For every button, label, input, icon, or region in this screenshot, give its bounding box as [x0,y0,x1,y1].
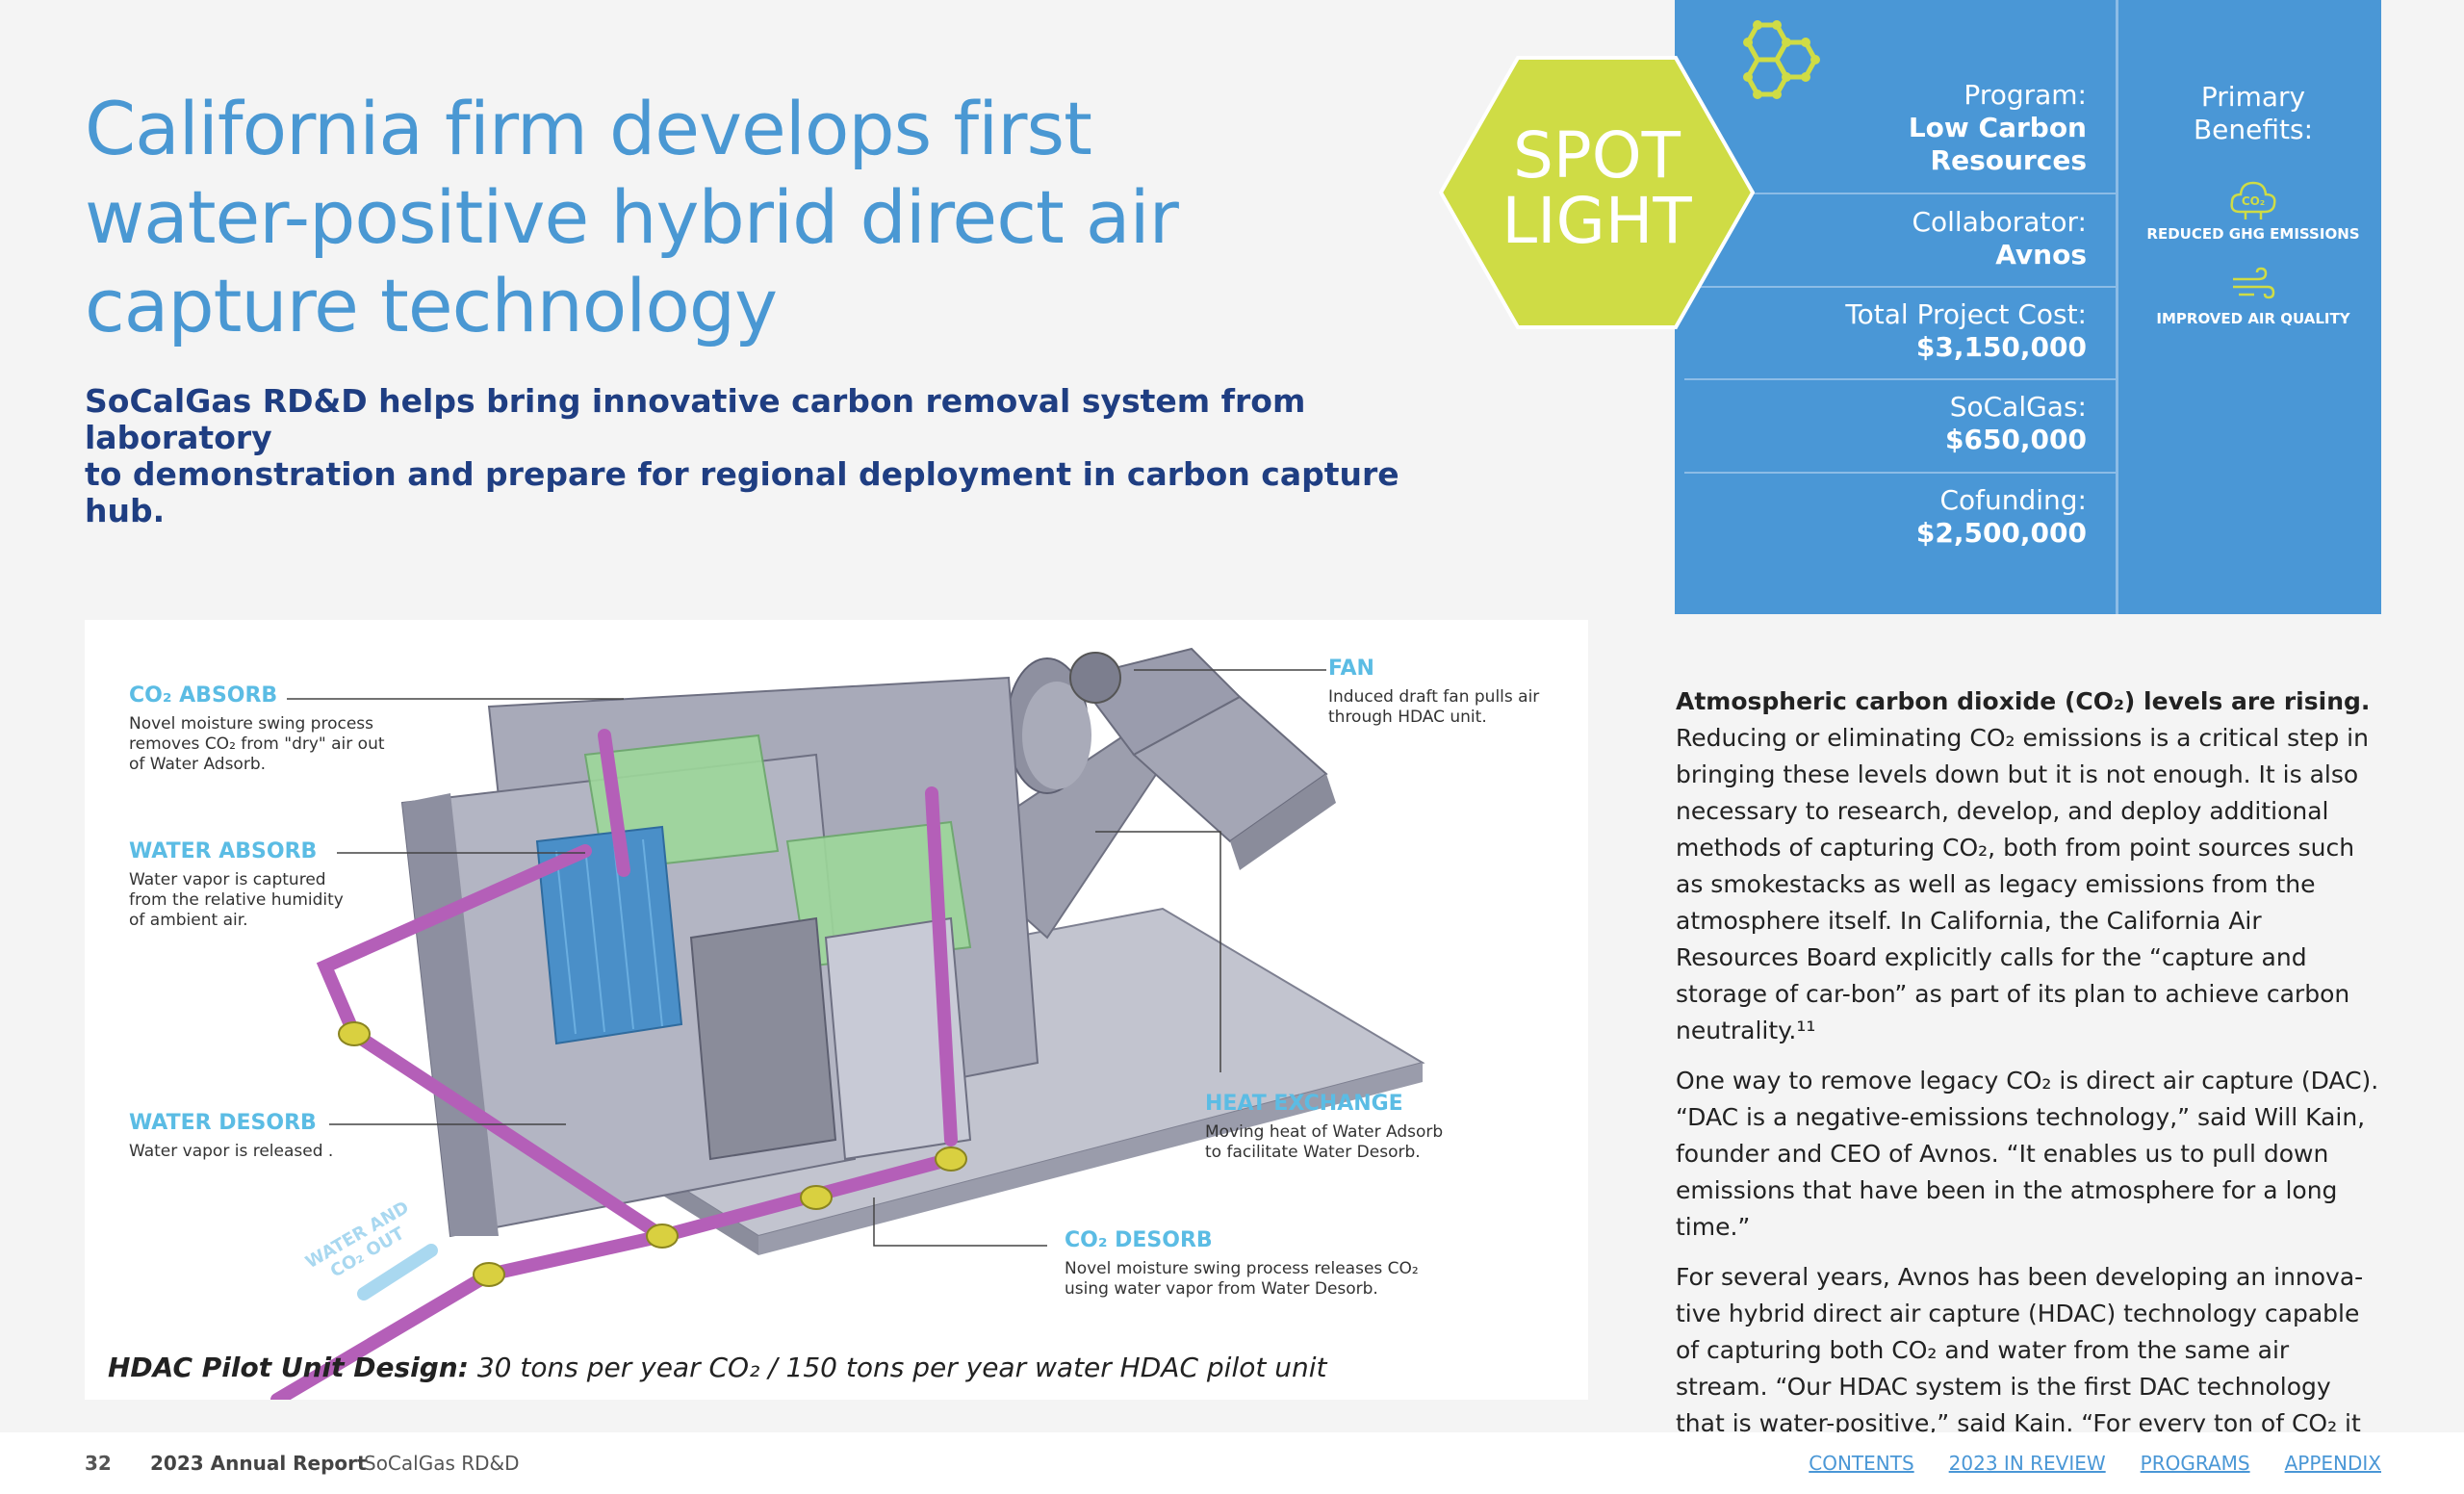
water-absorb-desc-line-2: from the relative humidity [129,890,344,910]
spotlight-line-1: SPOT [1513,118,1681,193]
nav-link-programs[interactable]: PROGRAMS [2140,1452,2250,1475]
benefit-air-quality-label: IMPROVED AIR QUALITY [2156,310,2350,327]
fan-description: Induced draft fan pulls air through HDAC… [1328,687,1539,728]
total-cost-row: Total Project Cost: $3,150,000 [1684,298,2116,364]
co2-cloud-icon: CO₂ [2230,181,2276,219]
water-absorb-description: Water vapor is captured from the relativ… [129,870,344,931]
benefits-label-line-1: Primary [2200,81,2306,113]
nav-link-2023-in-review[interactable]: 2023 IN REVIEW [1948,1452,2106,1475]
program-row: Program: Low Carbon Resources [1684,79,2116,177]
page-title: California firm develops first water-pos… [85,85,1432,350]
spotlight-label: SPOT LIGHT [1439,123,1755,254]
heat-exchange-desc-line-2: to facilitate Water Desorb. [1205,1143,1421,1162]
co2-desorb-desc-line-2: using water vapor from Water Desorb. [1065,1279,1378,1299]
fan-desc-line-1: Induced draft fan pulls air [1328,687,1540,707]
subheading: SoCalGas RD&D helps bring innovative car… [85,383,1471,529]
molecule-icon [1743,20,1820,99]
subheading-line-2: to demonstration and prepare for regiona… [85,455,1399,529]
co2-desorb-description: Novel moisture swing process releases CO… [1065,1259,1419,1300]
org-name: SoCalGas RD&D [364,1452,520,1475]
benefit-reduced-ghg: CO₂ REDUCED GHG EMISSIONS [2125,173,2381,243]
heat-exchange-desc-line-1: Moving heat of Water Adsorb [1205,1122,1444,1142]
spotlight-line-2: LIGHT [1502,184,1692,258]
paragraph-lead: Atmospheric carbon dioxide (CO₂) levels … [1676,687,2371,715]
socalgas-label: SoCalGas: [1949,391,2087,423]
nav-link-appendix[interactable]: APPENDIX [2284,1452,2381,1475]
co2-desorb-desc-line-1: Novel moisture swing process releases CO… [1065,1259,1419,1278]
row-divider [1684,193,2116,194]
primary-benefits-heading: Primary Benefits: [2125,81,2381,146]
subheading-line-1: SoCalGas RD&D helps bring innovative car… [85,382,1306,456]
title-line-3: capture technology [85,263,778,348]
diagram-caption: HDAC Pilot Unit Design: 30 tons per year… [108,1352,1552,1383]
fan-title: FAN [1328,657,1374,681]
body-paragraph-3: For several years, Avnos has been develo… [1676,1263,2364,1437]
caption-label: HDAC Pilot Unit Design: [108,1352,469,1383]
article-body: Atmospheric carbon dioxide (CO₂) levels … [1676,683,2382,1455]
row-divider [1684,378,2116,380]
panel-divider [2116,0,2118,614]
cofunding-label: Cofunding: [1939,484,2087,516]
co2-absorb-desc-line-1: Novel moisture swing process [129,714,374,734]
co2-absorb-desc-line-2: removes CO₂ from "dry" air out [129,734,385,754]
fan-desc-line-2: through HDAC unit. [1328,708,1487,727]
title-line-1: California firm develops first [85,86,1092,171]
page-footer: 32 2023 Annual Report SoCalGas RD&D CONT… [0,1432,2464,1494]
collaborator-row: Collaborator: Avnos [1684,206,2116,271]
row-divider [1684,286,2116,288]
program-value-line-2: Resources [1930,144,2087,176]
benefits-label-line-2: Benefits: [2193,114,2314,145]
caption-text: 30 tons per year CO₂ / 150 tons per year… [468,1352,1327,1383]
cofunding-value: $2,500,000 [1915,517,2087,549]
total-cost-label: Total Project Cost: [1845,298,2087,330]
water-desorb-title: WATER DESORB [129,1111,317,1135]
project-info-panel: Program: Low Carbon Resources Collaborat… [1675,0,2381,614]
socalgas-value: $650,000 [1944,424,2087,455]
water-absorb-desc-line-1: Water vapor is captured [129,870,326,889]
co2-absorb-description: Novel moisture swing process removes CO₂… [129,714,385,775]
benefit-air-quality: IMPROVED AIR QUALITY [2125,266,2381,327]
collaborator-value: Avnos [1995,239,2087,270]
title-line-2: water-positive hybrid direct air [85,174,1179,260]
paragraph-1-text: Reducing or eliminating CO₂ emissions is… [1676,724,2369,1044]
nav-link-contents[interactable]: CONTENTS [1809,1452,1914,1475]
cofunding-row: Cofunding: $2,500,000 [1684,484,2116,550]
body-paragraph-1: Atmospheric carbon dioxide (CO₂) levels … [1676,683,2382,1049]
row-divider [1684,472,2116,474]
socalgas-row: SoCalGas: $650,000 [1684,391,2116,456]
wind-icon [2233,267,2275,299]
heat-exchange-description: Moving heat of Water Adsorb to facilitat… [1205,1122,1443,1163]
co2-cloud-icon-text: CO₂ [2242,194,2265,208]
spotlight-hexagon [1439,56,1755,329]
water-absorb-desc-line-3: of ambient air. [129,911,248,930]
program-label: Program: [1964,79,2087,111]
co2-absorb-title: CO₂ ABSORB [129,683,278,708]
benefit-reduced-ghg-label: REDUCED GHG EMISSIONS [2146,225,2360,243]
water-absorb-title: WATER ABSORB [129,839,318,863]
body-paragraph-2: One way to remove legacy CO₂ is direct a… [1676,1067,2379,1241]
co2-desorb-title: CO₂ DESORB [1065,1228,1213,1252]
water-desorb-description: Water vapor is released . [129,1142,334,1161]
hdac-diagram: CO₂ ABSORB Novel moisture swing process … [85,620,1588,1400]
footer-nav: CONTENTS 2023 IN REVIEW PROGRAMS APPENDI… [1809,1452,2381,1475]
program-value-line-1: Low Carbon [1908,112,2087,143]
heat-exchange-title: HEAT EXCHANGE [1205,1092,1403,1116]
co2-absorb-desc-line-3: of Water Adsorb. [129,755,267,774]
hdac-machine-illustration [270,647,1425,1400]
collaborator-label: Collaborator: [1912,206,2087,238]
page-number: 32 [85,1452,112,1475]
report-title: 2023 Annual Report [150,1452,367,1475]
total-cost-value: $3,150,000 [1915,331,2087,363]
